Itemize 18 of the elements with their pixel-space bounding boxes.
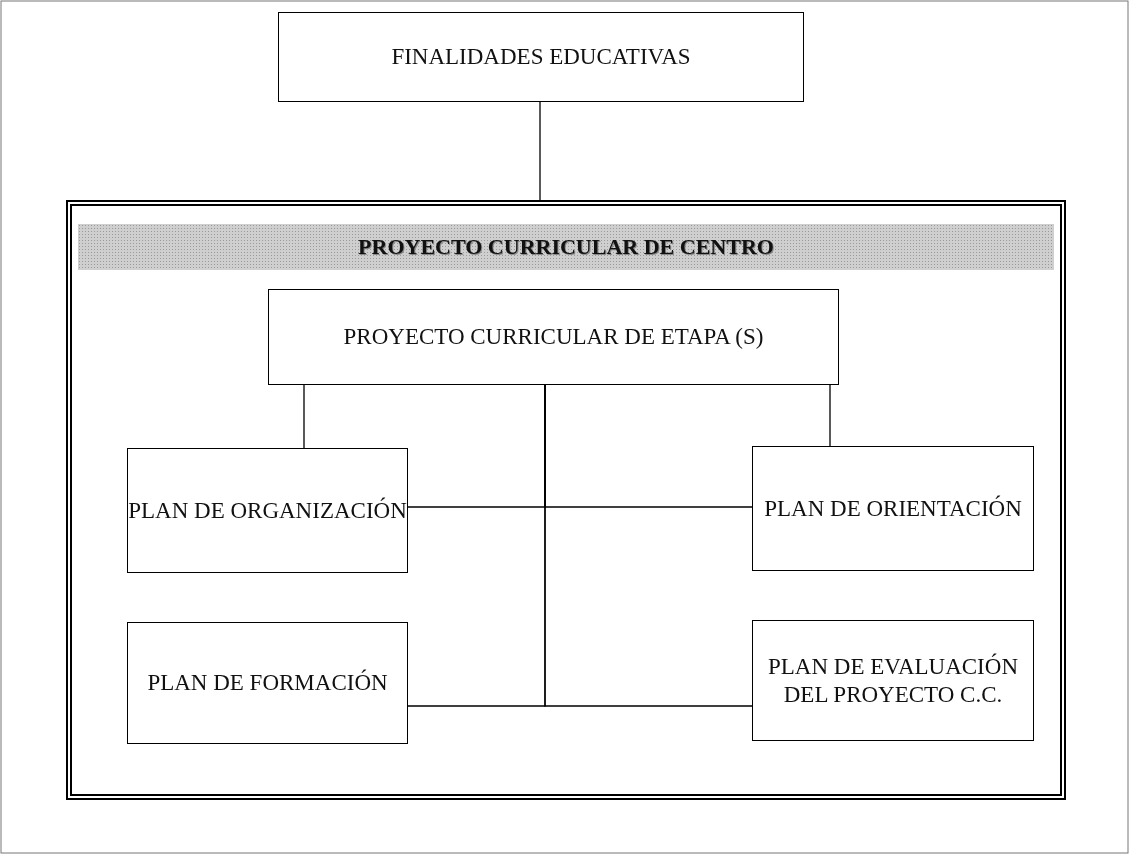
process-box bbox=[127, 622, 408, 744]
box-label: PLAN DE FORMACIÓN bbox=[147, 669, 388, 697]
process-box bbox=[127, 448, 408, 573]
connector-line bbox=[829, 384, 831, 447]
box-label: PROYECTO CURRICULAR DE ETAPA (S) bbox=[343, 323, 764, 351]
top-box bbox=[278, 12, 804, 102]
box-label: FINALIDADES EDUCATIVAS bbox=[391, 43, 691, 71]
framed-section bbox=[66, 200, 1066, 800]
connector-line bbox=[544, 384, 753, 707]
section-heading: PROYECTO CURRICULAR DE CENTRO bbox=[358, 233, 774, 261]
process-box bbox=[268, 289, 839, 385]
connector-line bbox=[539, 101, 541, 201]
box-label: PLAN DE EVALUACIÓN DEL PROYECTO C.C. bbox=[767, 652, 1019, 709]
process-box bbox=[752, 620, 1034, 741]
connector-line bbox=[303, 384, 305, 449]
process-box bbox=[752, 446, 1034, 571]
box-label: PLAN DE ORGANIZACIÓN bbox=[128, 496, 407, 525]
box-label: PLAN DE ORIENTACIÓN bbox=[764, 494, 1022, 523]
